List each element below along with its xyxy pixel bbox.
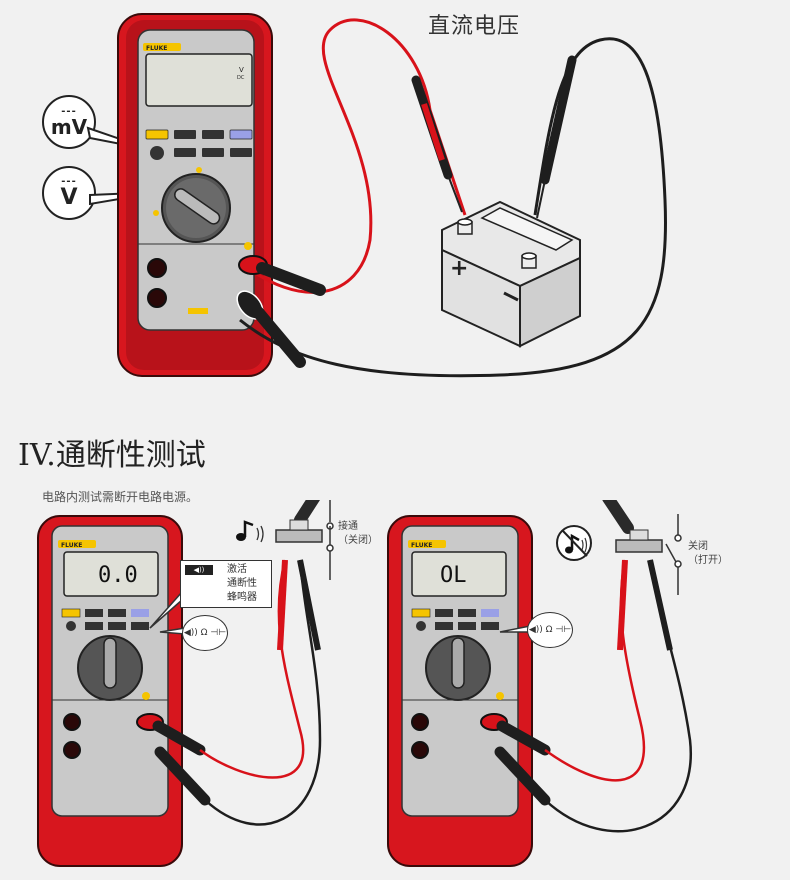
red-test-lead [239, 18, 467, 294]
callout-line-2: 通断性 [227, 578, 257, 589]
callout-line-1: 激活 [227, 564, 247, 575]
dc-voltage-title: 直流电压 [428, 14, 521, 39]
svg-text:DC: DC [237, 75, 245, 81]
display-reading-right: OL [440, 563, 467, 588]
red-test-lead-left [199, 559, 305, 779]
switch-open-label: 关闭 （打开） [688, 540, 728, 568]
callout-line-3: 蜂鸣器 [227, 592, 257, 603]
svg-text:FLUKE: FLUKE [411, 542, 432, 549]
switch-closed [275, 500, 334, 580]
lcd-display [63, 551, 159, 597]
speaker-button-icon: ◀)) [185, 565, 213, 575]
multimeter-left: FLUKE 0.0 [37, 515, 211, 867]
switch-state: 关闭 [688, 541, 708, 552]
continuity-dial-callout-right: ◀)) Ω ⊣⊢ [527, 612, 573, 648]
continuity-symbol: ◀)) Ω ⊣⊢ [183, 628, 227, 638]
battery-positive-sign: + [450, 256, 468, 281]
dc-symbol: --- [61, 106, 77, 117]
switch-state-detail: （打开） [688, 555, 728, 566]
switch-state: 接通 [338, 521, 358, 532]
svg-text:FLUKE: FLUKE [61, 542, 82, 549]
switch-open [602, 500, 682, 595]
black-test-lead-right [544, 559, 693, 833]
v-label: V [60, 185, 78, 210]
display-reading-left: 0.0 [98, 563, 138, 588]
beep-off-icon [556, 525, 592, 561]
battery-negative-sign [503, 291, 519, 302]
power-off-note: 电路内测试需断开电路电源。 [42, 490, 199, 504]
mv-label: mV [50, 115, 88, 139]
dc-voltage-diagram: FLUKE V DC [86, 13, 667, 378]
continuity-dial-callout-left: ◀)) Ω ⊣⊢ [182, 615, 228, 651]
black-test-lead-left [204, 559, 322, 826]
multimeter-top: FLUKE V DC [117, 13, 273, 377]
lcd-display [145, 53, 253, 107]
continuity-diagram: FLUKE 0.0 [37, 500, 693, 867]
red-test-lead-right [544, 559, 646, 782]
switch-state-detail: （关闭） [338, 535, 378, 546]
black-test-lead [239, 37, 667, 378]
mv-dc-callout: ---mV [42, 95, 96, 149]
beep-on-icon [236, 520, 264, 543]
brand-logo: FLUKE [146, 45, 167, 52]
multimeter-right: FLUKE OL [387, 515, 551, 867]
switch-closed-label: 接通 （关闭） [338, 520, 378, 548]
continuity-symbol: ◀)) Ω ⊣⊢ [528, 625, 572, 635]
continuity-section-title: IV.通断性测试 [18, 430, 206, 474]
activate-beeper-callout: ◀)) 激活 通断性 蜂鸣器 [180, 560, 272, 608]
section-number: IV. [18, 438, 56, 473]
v-dc-callout: ---V [42, 166, 96, 220]
dc-symbol: --- [61, 176, 77, 187]
section-title-text: 通断性测试 [55, 438, 206, 473]
lcd-display [411, 551, 507, 597]
battery: + [441, 200, 581, 348]
svg-text:V: V [239, 66, 244, 74]
